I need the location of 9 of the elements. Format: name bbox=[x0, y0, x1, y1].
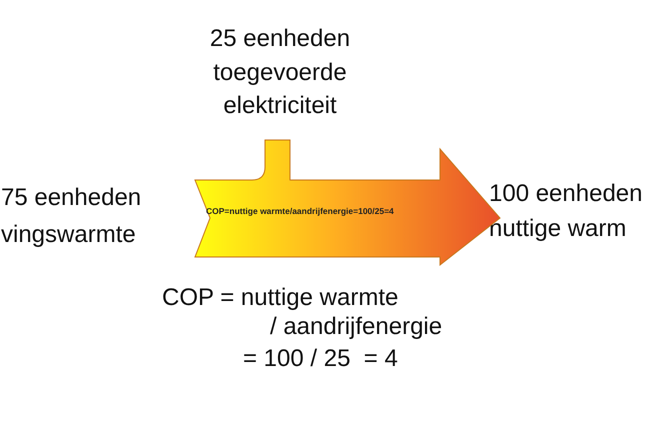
label-text: nuttige warm bbox=[489, 215, 626, 244]
label-text: / aandrijfenergie bbox=[270, 313, 442, 342]
label-text: 75 eenheden bbox=[1, 184, 142, 213]
label-text: COP = nuttige warmte bbox=[162, 284, 398, 313]
label-text: 25 eenheden toegevoerde elektriciteit bbox=[208, 24, 352, 122]
label-text: vingswarmte bbox=[1, 221, 136, 250]
label-text: 100 eenheden bbox=[489, 180, 642, 209]
formula-text: COP=nuttige warmte/aandrijfenergie=100/25=4 bbox=[206, 206, 394, 216]
label-text: = 100 / 25 = 4 bbox=[243, 345, 398, 374]
